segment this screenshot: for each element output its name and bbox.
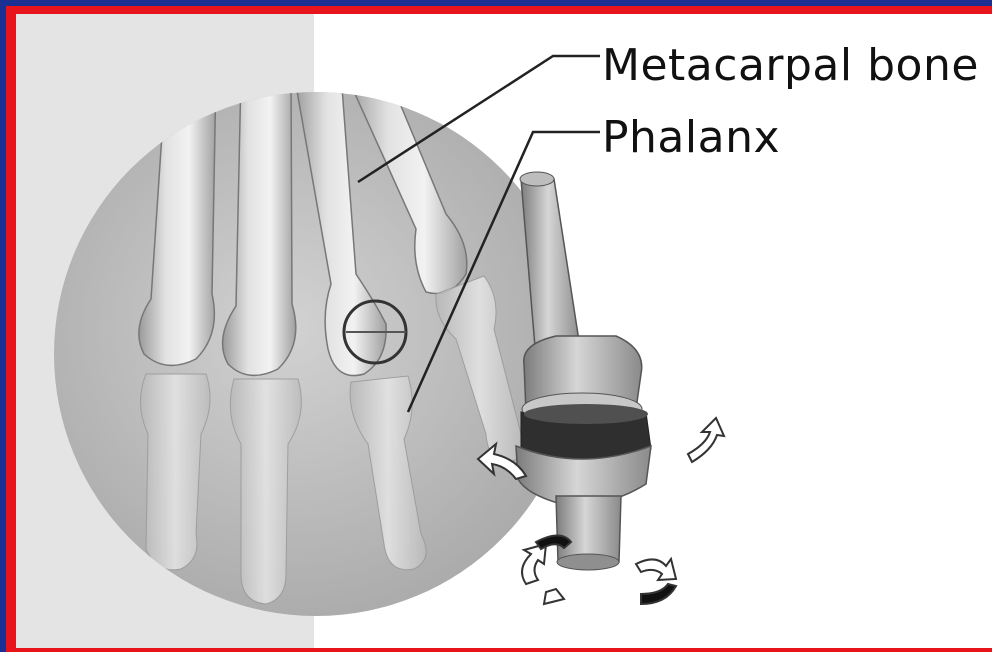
- joint-implant: [516, 172, 651, 570]
- phalanx-label: Phalanx: [602, 116, 780, 160]
- metacarpal-label: Metacarpal bone: [602, 44, 979, 88]
- diagram-panel: Metacarpal bone Phalanx: [16, 14, 992, 648]
- illustration: [16, 14, 992, 648]
- finger-bones-inset: [54, 74, 578, 616]
